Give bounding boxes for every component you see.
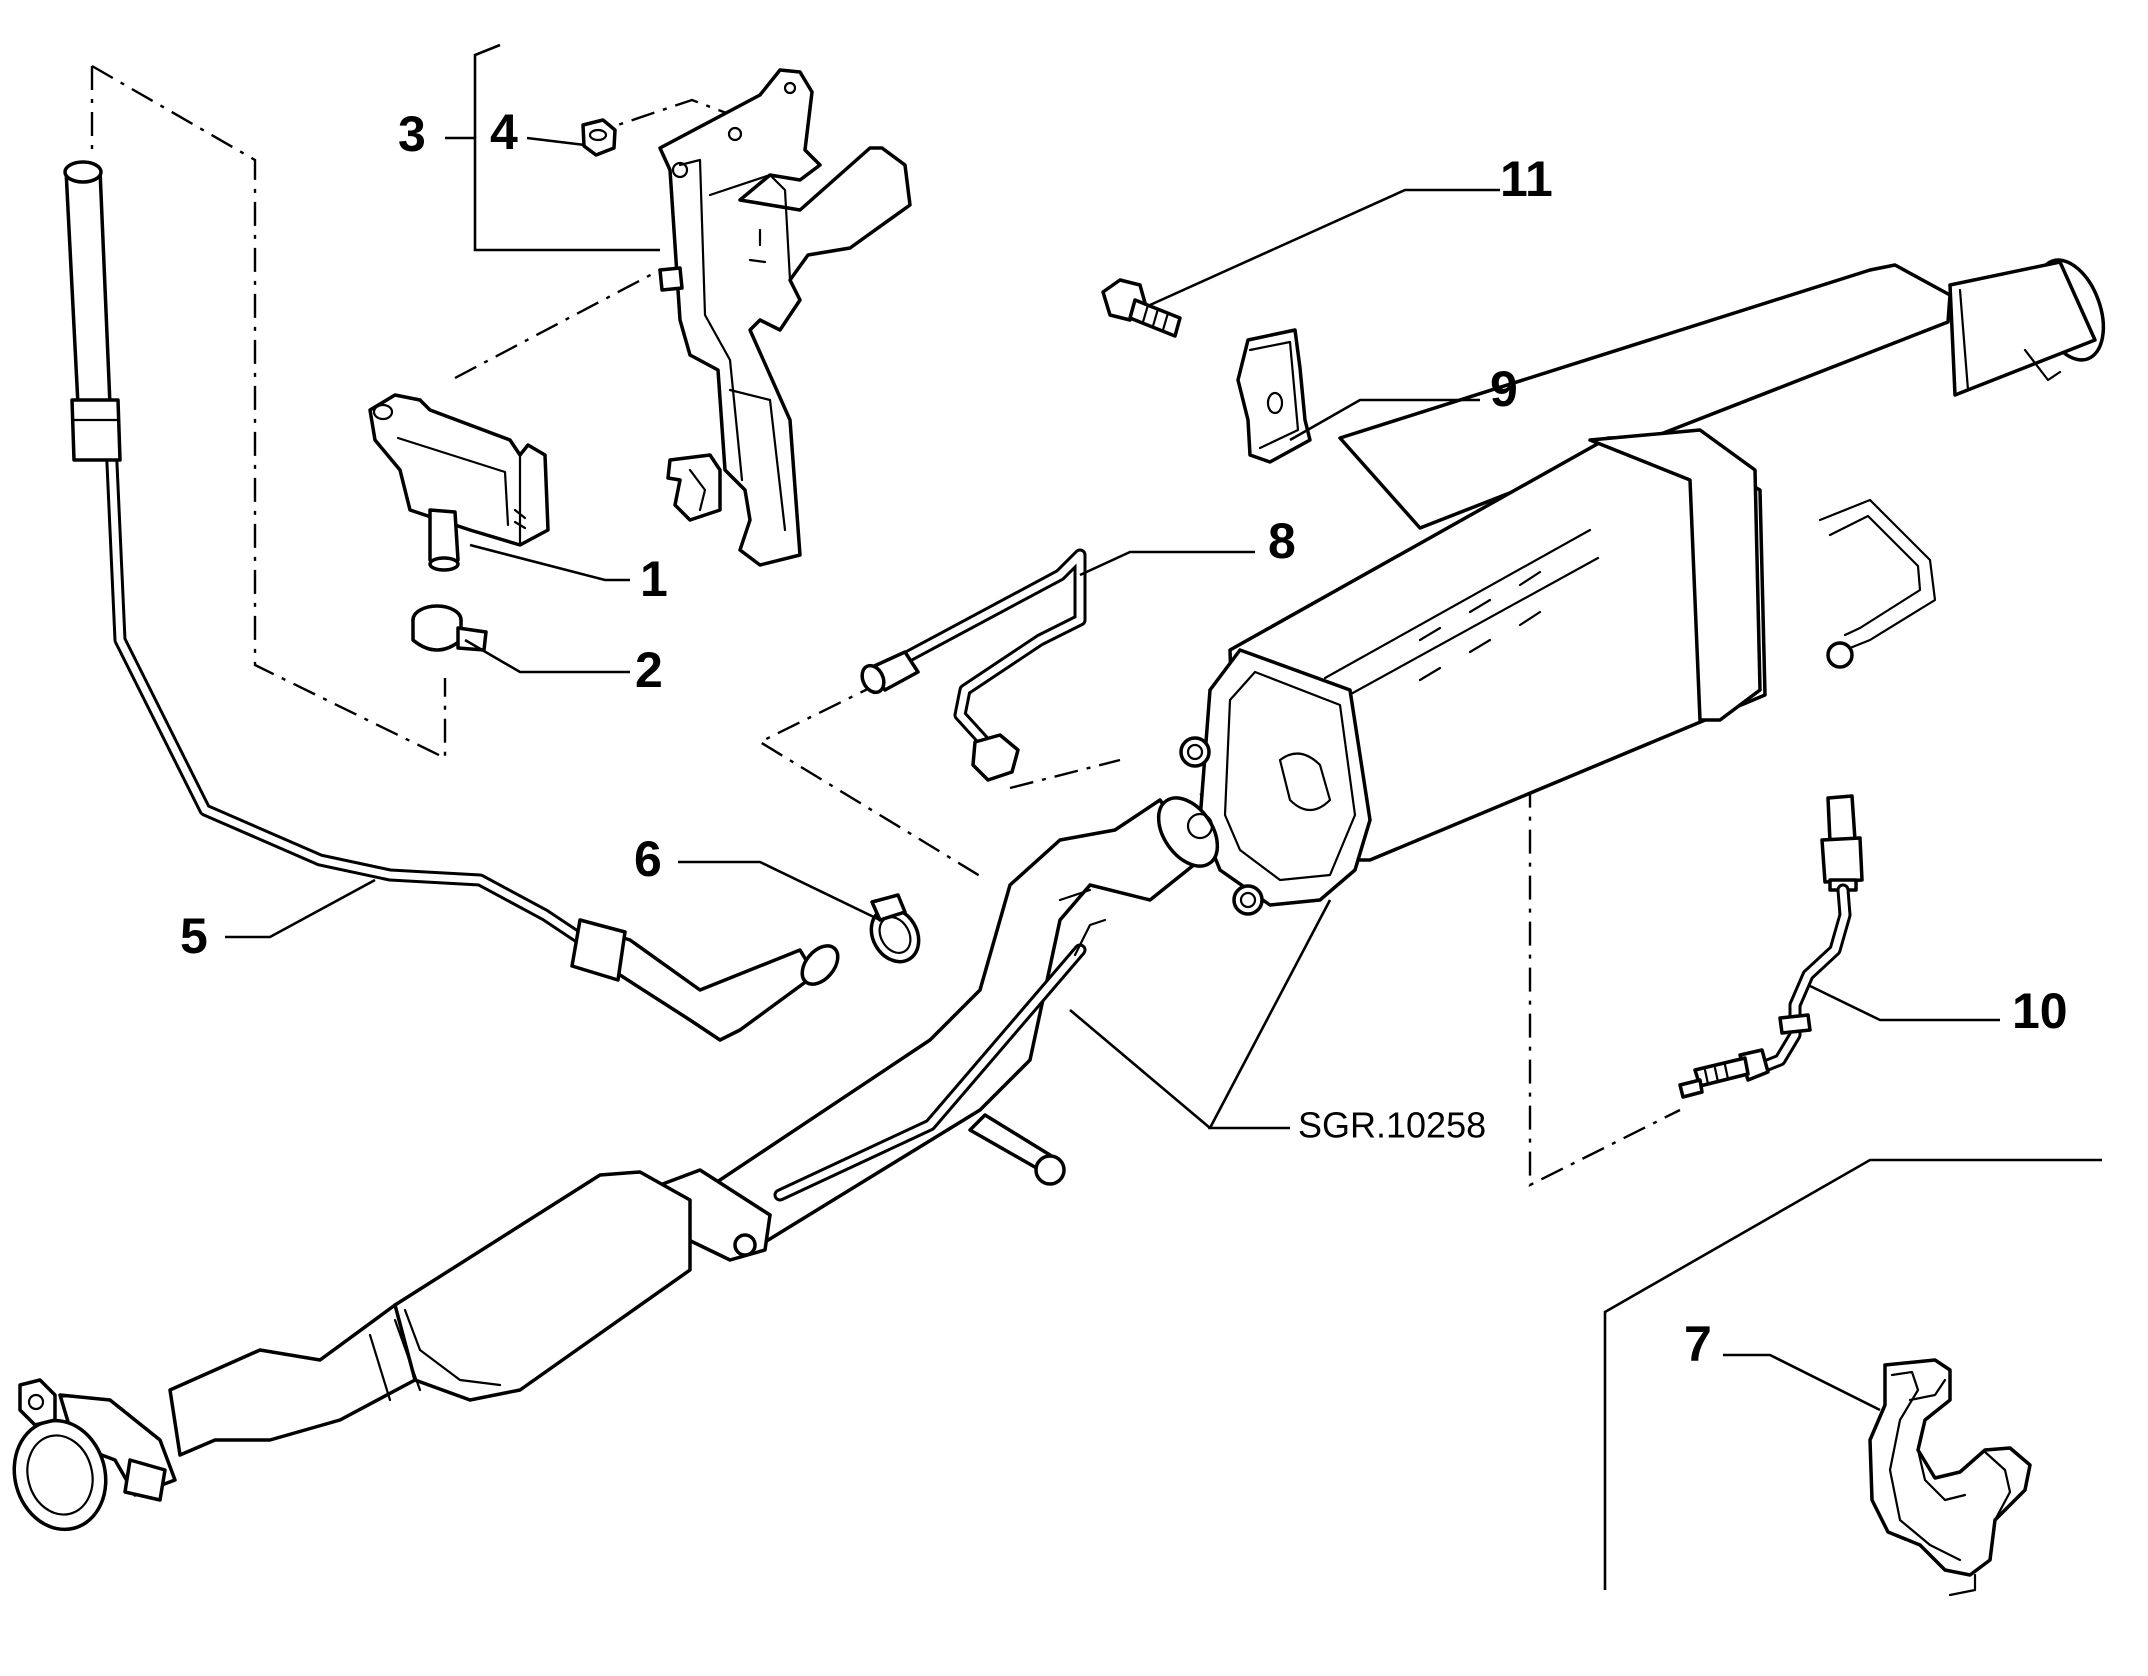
part-10-temperature-sensor <box>1678 794 1864 1099</box>
callout-7: 7 <box>1684 1316 1712 1372</box>
callout-5: 5 <box>180 908 208 964</box>
part-8-rigid-pipe <box>860 548 1087 782</box>
downpipe <box>168 1303 417 1457</box>
callout-4: 4 <box>490 104 518 160</box>
upper-rubber-hose <box>64 168 112 407</box>
part-6-small-clamp <box>869 893 921 964</box>
part-1-pressure-sensor <box>368 393 550 572</box>
callout-3: 3 <box>398 106 426 162</box>
callout-2: 2 <box>635 642 663 698</box>
part-7-detail-inset <box>1603 1158 2102 1597</box>
part-3-sensor-bracket <box>658 68 912 567</box>
callout-11: 11 <box>1500 151 1553 207</box>
callout-8: 8 <box>1268 513 1296 569</box>
part-2-hose-clamp <box>411 604 488 652</box>
callout-1: 1 <box>640 551 668 607</box>
drawing-reference: SGR.10258 <box>1298 1105 1486 1146</box>
callout-leaders <box>225 43 2000 1412</box>
part-11-bolt <box>1101 278 1182 338</box>
part-5-pressure-pipe <box>63 160 840 1042</box>
front-pipe <box>688 798 1202 1247</box>
front-silencer <box>388 1170 692 1402</box>
callout-9: 9 <box>1490 361 1518 417</box>
callout-10: 10 <box>2012 983 2068 1039</box>
part-9-bracket-plate <box>1236 328 1312 464</box>
tail-pipe <box>1948 260 2097 397</box>
exhaust-line <box>12 258 2106 1532</box>
callout-6: 6 <box>634 831 662 887</box>
callout-labels: 1 2 3 4 5 6 7 8 9 10 11 SGR.10258 <box>180 104 2068 1372</box>
part-4-nut <box>581 118 617 157</box>
